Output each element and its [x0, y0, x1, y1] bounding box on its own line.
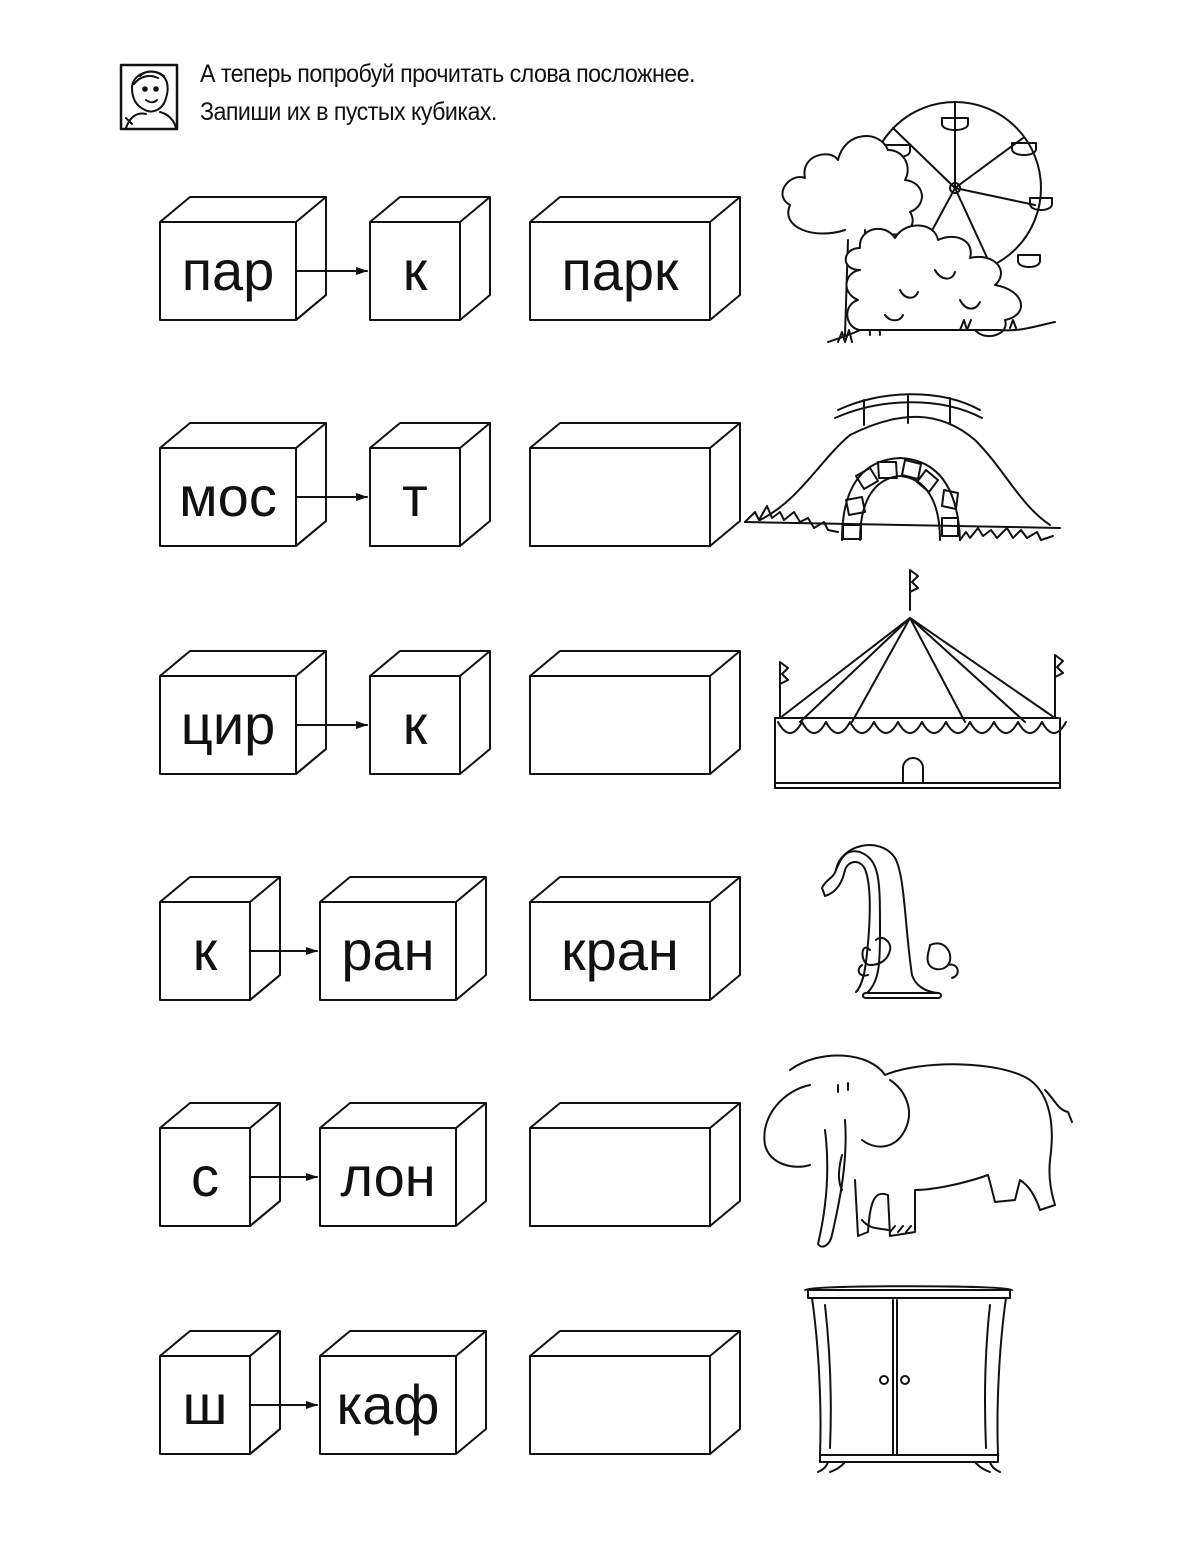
park-icon	[782, 102, 1055, 342]
instruction-line-1: А теперь попробуй прочитать слова послож…	[200, 60, 695, 89]
child-face-icon	[121, 65, 177, 129]
empty-answer-cube	[530, 1103, 740, 1226]
first-part-text: пар	[160, 222, 296, 320]
instruction-line-2: Запиши их в пустых кубиках.	[200, 98, 497, 127]
answer-text: кран	[530, 902, 710, 1000]
second-part-text: ран	[320, 902, 456, 1000]
first-part-text: мос	[160, 448, 296, 546]
empty-answer-cube	[530, 423, 740, 546]
first-part-text: с	[160, 1128, 250, 1226]
faucet-icon	[822, 845, 958, 998]
empty-answer-cube	[530, 1331, 740, 1454]
second-part-text: лон	[320, 1128, 456, 1226]
second-part-text: каф	[320, 1356, 456, 1454]
first-part-text: цир	[160, 676, 296, 774]
circus-tent-icon	[775, 570, 1066, 788]
second-part-text: т	[370, 448, 460, 546]
elephant-icon	[764, 1055, 1072, 1246]
second-part-text: к	[370, 222, 460, 320]
wardrobe-icon	[805, 1286, 1012, 1472]
bridge-icon	[745, 394, 1060, 540]
second-part-text: к	[370, 676, 460, 774]
first-part-text: ш	[160, 1356, 250, 1454]
cubes-layer	[160, 197, 740, 1454]
first-part-text: к	[160, 902, 250, 1000]
empty-answer-cube	[530, 651, 740, 774]
answer-text: парк	[530, 222, 710, 320]
